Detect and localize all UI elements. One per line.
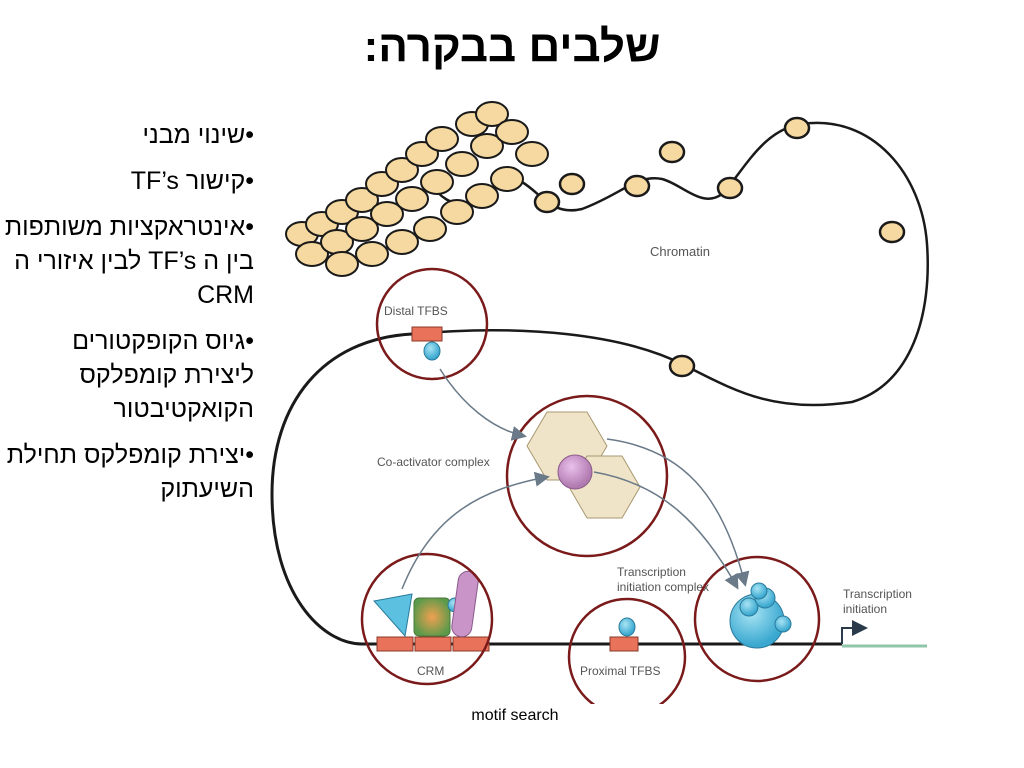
tf-rod-icon	[451, 570, 479, 638]
nucleosome-icon	[623, 174, 651, 198]
highlight-circle-crm	[360, 552, 494, 686]
nucleosome-icon	[445, 151, 479, 177]
highlight-circle-distal-tfbs	[375, 267, 489, 381]
distal-tfbs-site	[411, 326, 443, 342]
nucleosome-icon	[355, 241, 389, 267]
nucleosome-icon	[658, 140, 686, 164]
nucleosome-icon	[345, 216, 379, 242]
bullet-mark: •	[245, 441, 254, 469]
tf-triangle-icon	[373, 593, 413, 638]
bullet-mark: •	[245, 121, 254, 149]
dna-strand	[270, 332, 842, 646]
bullet-text: גיוס הקופקטורים ליצירת קומפלקס הקואקטיבט…	[72, 327, 254, 423]
bullet-cofactor-recruitment: •גיוס הקופקטורים ליצירת קומפלקס הקואקטיב…	[4, 324, 254, 426]
crm-site	[376, 636, 414, 652]
tf-icon	[423, 341, 441, 361]
distal-tfbs-label: Distal TFBS	[384, 304, 448, 318]
nucleosome-icon	[395, 186, 429, 212]
crm-label: CRM	[417, 664, 444, 678]
nucleosome-icon	[878, 220, 906, 244]
tss-arrow-icon	[841, 620, 868, 644]
initiation-subunit-icon	[750, 582, 768, 600]
bullet-tf-crm-interactions: •אינטראקציות משותפות בין ה TF’s לבין איז…	[4, 210, 254, 312]
nucleosome-icon	[465, 183, 499, 209]
slide-title: שלבים בבקרה:	[363, 22, 661, 71]
recruitment-arrow-icon	[401, 471, 550, 590]
bullet-mark: •	[245, 327, 254, 355]
coactivator-sphere-icon	[557, 454, 593, 490]
nucleosome-icon	[413, 216, 447, 242]
bullet-initiation-complex: •יצירת קומפלקס תחילת השיעתוק	[4, 438, 254, 506]
bullet-mark: •	[245, 213, 254, 241]
nucleosome-icon	[325, 251, 359, 277]
nucleosome-icon	[783, 116, 811, 140]
tf-square-icon	[413, 597, 451, 637]
nucleosome-icon	[558, 172, 586, 196]
nucleosome-icon	[533, 190, 561, 214]
nucleosome-icon	[470, 133, 504, 159]
nucleosome-icon	[345, 187, 379, 213]
chromatin-label: Chromatin	[650, 244, 710, 259]
proximal-tfbs-site	[609, 636, 639, 652]
initiation-subunit-icon	[739, 597, 759, 617]
highlight-circle-proximal-tfbs	[567, 597, 687, 704]
transcription-regulation-diagram: Chromatin Distal TFBS Co-activator compl…	[270, 101, 929, 704]
crm-site	[452, 636, 490, 652]
condensed-chromatin	[285, 101, 549, 277]
bullet-structural-change: •שינוי מבני	[4, 118, 254, 152]
nucleosome-icon	[490, 166, 524, 192]
highlight-circle-initiation-complex	[693, 555, 821, 683]
tic-label-line1: Transcription	[617, 565, 686, 579]
nucleosome-icon	[668, 354, 696, 378]
nucleosome-icon	[385, 157, 419, 183]
crm-site	[414, 636, 452, 652]
tic-label-line2: initiation complex	[617, 580, 709, 594]
open-chromatin-nucleosomes	[533, 116, 906, 378]
nucleosome-icon	[716, 176, 744, 200]
nucleosome-icon	[425, 126, 459, 152]
nucleosome-icon	[495, 119, 529, 145]
nucleosome-icon	[475, 101, 509, 127]
recruitment-arrow-icon	[593, 471, 739, 590]
recruitment-arrow-icon	[606, 438, 750, 587]
bullet-text: אינטראקציות משותפות בין ה TF’s לבין איזו…	[4, 213, 254, 309]
coactivator-label: Co-activator complex	[377, 455, 490, 469]
ti-label-line1: Transcription	[843, 587, 912, 601]
nucleosome-icon	[370, 201, 404, 227]
highlight-circle-coactivator	[505, 394, 669, 558]
nucleosome-icon	[385, 229, 419, 255]
bullet-text: שינוי מבני	[142, 121, 246, 149]
bullet-mark: •	[245, 167, 254, 195]
bullet-tf-binding: •קישור TF’s	[4, 164, 254, 198]
ti-label-line2: initiation	[843, 602, 887, 616]
nucleosome-icon	[515, 141, 549, 167]
nucleosome-icon	[420, 169, 454, 195]
proximal-tfbs-label: Proximal TFBS	[580, 664, 660, 678]
recruitment-arrow-icon	[439, 368, 527, 441]
tf-icon	[618, 617, 636, 637]
bullet-text: קישור TF’s	[130, 167, 246, 195]
nucleosome-icon	[440, 199, 474, 225]
bullet-list: •שינוי מבני •קישור TF’s •אינטראקציות משו…	[4, 118, 254, 518]
bullet-text: יצירת קומפלקס תחילת השיעתוק	[6, 441, 254, 503]
motif-search-caption: motif search	[471, 707, 559, 724]
initiation-subunit-icon	[774, 615, 792, 633]
nucleosome-icon	[295, 241, 329, 267]
